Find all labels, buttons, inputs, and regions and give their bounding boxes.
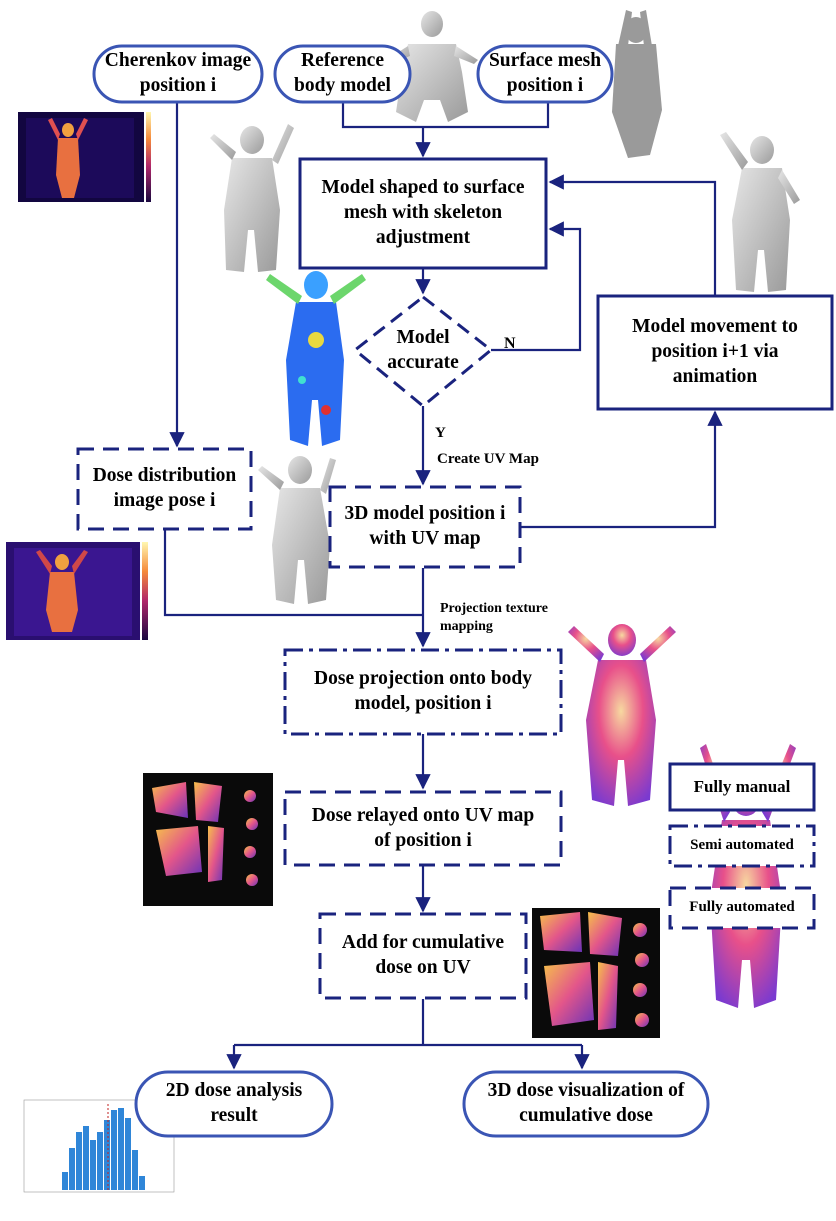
- shaped-node: [298, 157, 548, 270]
- projection-mapping-label: Projection texture mapping: [440, 601, 548, 634]
- surface-node: [476, 44, 614, 104]
- cherenkov-label: Cherenkov image position i: [104, 50, 252, 96]
- dose-dist-node: [76, 447, 253, 531]
- reference-node: [273, 44, 412, 104]
- dose-dist-label: Dose distribution image pose i: [92, 465, 237, 511]
- cherenkov-thumbnail-2: [6, 542, 148, 640]
- reference-label: Reference body model: [294, 50, 391, 96]
- model3d-figure: [258, 456, 336, 604]
- legend-auto-label: Fully automated: [689, 899, 795, 916]
- vis3d-label: 3D dose visualization of cumulative dose: [487, 1080, 685, 1126]
- legend-auto-box: [668, 886, 816, 930]
- accurate-node: [352, 295, 494, 408]
- accurate-label: Model accurate: [387, 327, 459, 373]
- legend-semi-box: [668, 824, 816, 868]
- cherenkov-node: [92, 44, 264, 104]
- movement-label: Model movement to position i+1 via anima…: [632, 316, 798, 387]
- surface-mesh-figure: [612, 10, 662, 158]
- create-uv-label: Create UV Map: [437, 451, 539, 467]
- projection-node: [283, 648, 563, 736]
- error-heatmap-figure: [266, 271, 366, 446]
- cherenkov-thumbnail-1: [18, 112, 151, 202]
- analysis2d-label: 2D dose analysis result: [165, 1080, 303, 1126]
- relayed-node: [283, 790, 563, 867]
- relayed-label: Dose relayed onto UV map of position i: [311, 804, 535, 851]
- cumulative-label: Add for cumulative dose on UV: [341, 932, 505, 978]
- yes-edge-label: Y: [435, 425, 446, 441]
- legend-manual-label: Fully manual: [693, 777, 791, 797]
- uv-map-figure-1: [143, 773, 273, 906]
- shaped-label: Model shaped to surface mesh with skelet…: [321, 177, 525, 248]
- surface-label: Surface mesh position i: [488, 50, 602, 96]
- reference-body-figure: [386, 11, 478, 122]
- legend-semi-label: Semi automated: [690, 837, 794, 854]
- dose-projection-figure: [568, 624, 676, 806]
- no-edge-label: N: [504, 335, 516, 352]
- projection-label: Dose projection onto body model, positio…: [314, 668, 532, 714]
- model3d-node: [328, 485, 522, 569]
- uv-map-figure-2: [532, 908, 660, 1038]
- cumulative-node: [318, 912, 528, 1000]
- analysis2d-node: [134, 1070, 334, 1138]
- model3d-label: 3D model position i with UV map: [344, 503, 506, 549]
- vis3d-node: [462, 1070, 710, 1138]
- posed-model-figure-right: [720, 132, 800, 292]
- posed-model-figure-left: [210, 124, 294, 272]
- movement-node: [596, 294, 834, 411]
- legend-manual-box: [668, 762, 816, 812]
- connectors: [163, 102, 723, 1070]
